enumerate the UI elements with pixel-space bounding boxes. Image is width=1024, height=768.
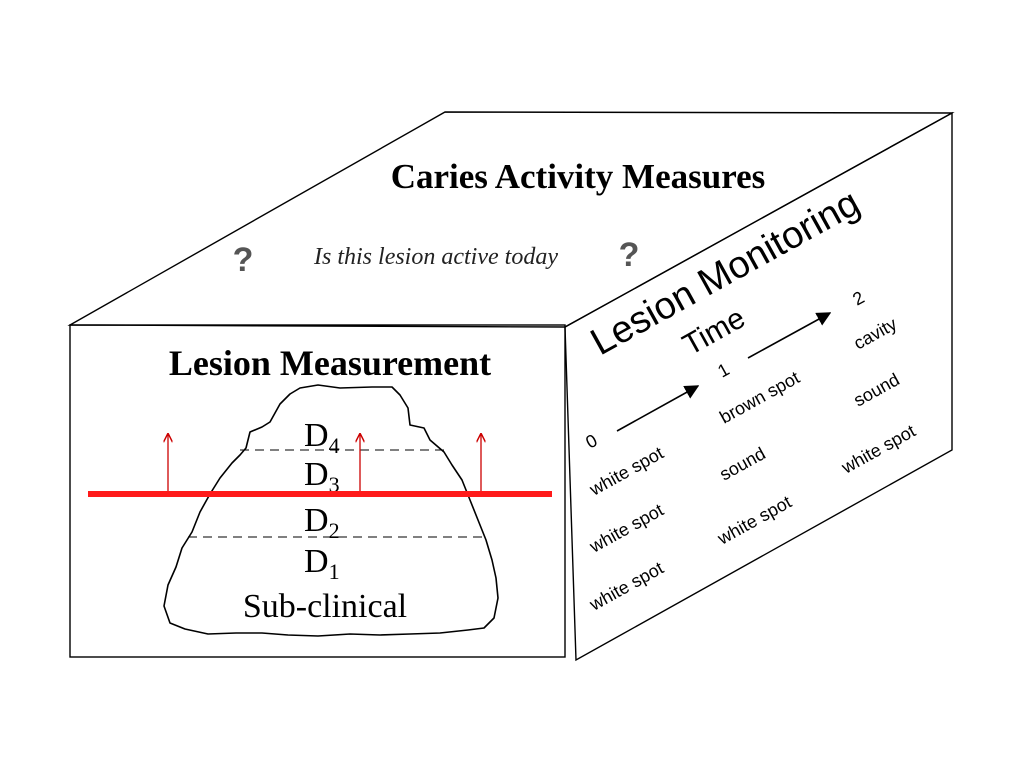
level-d2: D2 [304, 502, 340, 543]
side-face [564, 111, 953, 662]
question-text: Is this lesion active today [313, 244, 558, 270]
cell-r3-c3: white spot [837, 421, 918, 478]
front-face [69, 324, 566, 658]
cell-r2-c2: sound [716, 443, 769, 484]
time-point-0: 0 [582, 430, 600, 452]
box-outline [67, 111, 955, 662]
level-d3: D3 [304, 456, 340, 497]
time-arrow-1-2 [747, 312, 832, 359]
lesion-outline [163, 384, 499, 637]
question-mark-right: ? [619, 236, 640, 274]
top-face-title: Caries Activity Measures [391, 157, 766, 196]
front-face-title: Lesion Measurement [169, 343, 491, 383]
time-arrow-0-1 [616, 385, 700, 432]
cell-r2-c1: white spot [585, 500, 666, 557]
level-d1: D1 [304, 543, 340, 584]
question-mark-left: ? [233, 241, 254, 279]
subclinical-label: Sub-clinical [243, 588, 407, 625]
cell-r1-c3: cavity [850, 314, 900, 354]
threshold-arrows [168, 435, 481, 493]
time-point-1: 1 [714, 359, 732, 381]
cell-r1-c1: white spot [585, 443, 666, 500]
level-d4: D4 [304, 417, 340, 458]
cell-r3-c1: white spot [585, 558, 666, 615]
cell-r3-c2: white spot [713, 492, 794, 549]
time-point-2: 2 [849, 287, 867, 309]
cell-r2-c3: sound [850, 369, 903, 410]
